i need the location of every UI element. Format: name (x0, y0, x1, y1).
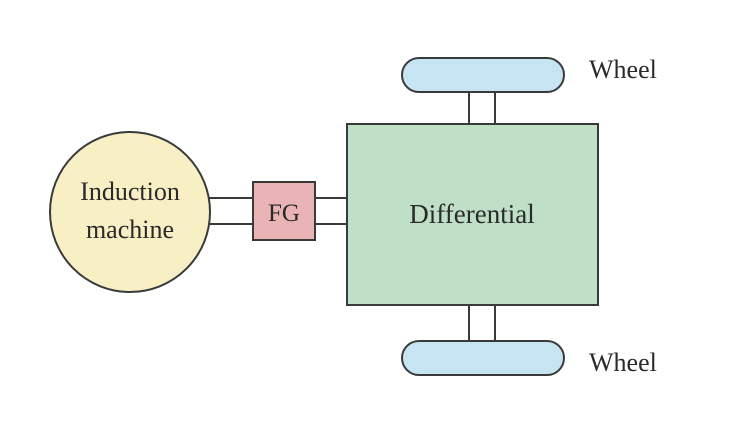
differential-node: Differential (346, 123, 599, 306)
axle-bottom (468, 304, 496, 342)
wheel-top-shape (401, 57, 565, 93)
wheel-bottom-label: Wheel (589, 348, 657, 377)
differential-box (346, 123, 599, 306)
wheel-bottom-node: Wheel (401, 340, 657, 377)
induction-machine-label-line2: machine (86, 215, 174, 244)
induction-machine-circle (49, 131, 211, 293)
induction-machine-label-line1: Induction (80, 177, 180, 206)
axle-top (468, 91, 496, 125)
differential-label: Differential (409, 199, 534, 229)
fg-label: FG (268, 200, 300, 227)
fg-node: FG (252, 181, 316, 241)
wheel-bottom-shape (401, 340, 565, 376)
induction-machine-node: Induction machine (49, 131, 211, 293)
fg-box (252, 181, 316, 241)
wheel-top-node: Wheel (401, 55, 657, 93)
wheel-top-label: Wheel (589, 55, 657, 84)
shaft-motor-to-gear (204, 197, 253, 225)
shaft-gear-to-differential (315, 197, 347, 225)
